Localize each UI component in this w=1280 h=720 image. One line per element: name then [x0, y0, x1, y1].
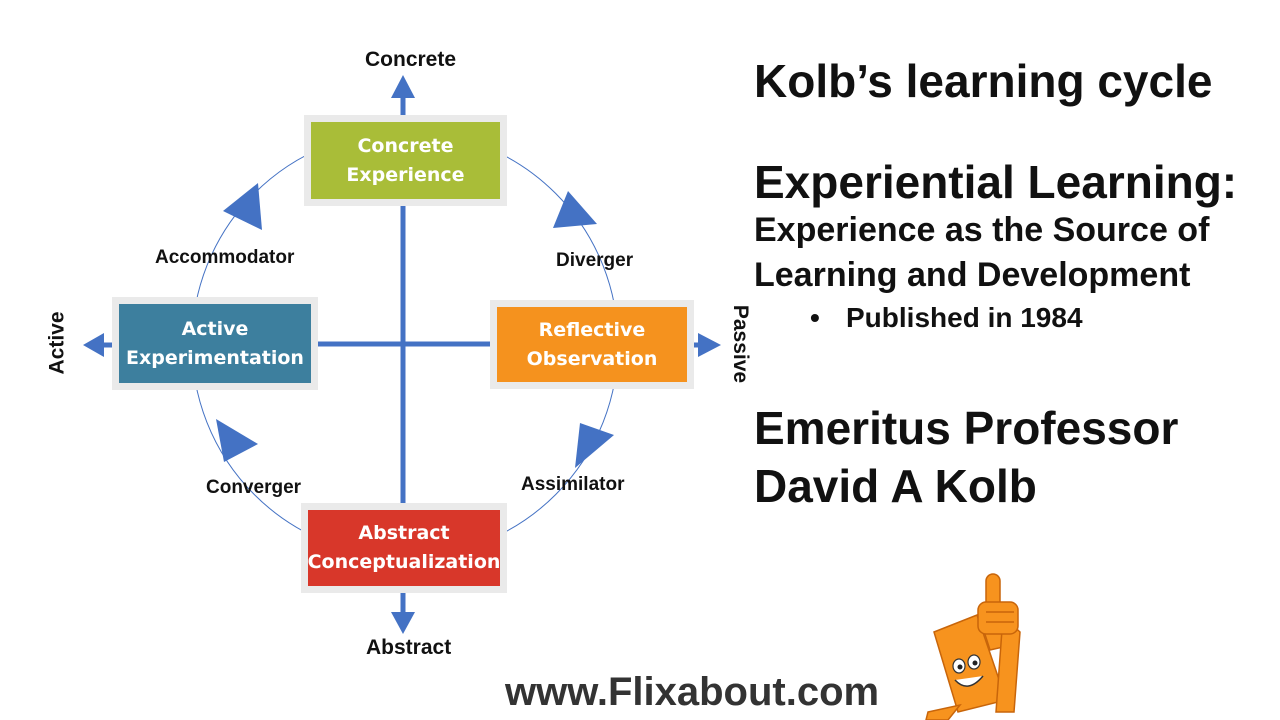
cycle-arrow-converger — [216, 419, 258, 462]
axis-label-active: Active — [45, 311, 69, 375]
stage-abstract-conceptualization-label: Abstract Conceptualization — [307, 522, 501, 573]
style-label-converger: Converger — [206, 477, 302, 498]
pointing-mascot-icon — [925, 573, 1021, 720]
cycle-arrow-diverger — [553, 191, 597, 228]
stage-active-experimentation: Active Experimentation — [112, 297, 318, 390]
passive-arrow-head — [698, 333, 721, 357]
style-label-assimilator: Assimilator — [521, 474, 625, 495]
axis-label-concrete: Concrete — [365, 48, 457, 71]
book-subtitle-line2: Learning and Development — [754, 256, 1191, 294]
style-label-accommodator: Accommodator — [155, 247, 295, 268]
abstract-arrow-head — [391, 612, 415, 634]
stage-abstract-conceptualization: Abstract Conceptualization — [301, 503, 507, 593]
axis-label-abstract: Abstract — [366, 636, 452, 659]
stage-reflective-observation: Reflective Observation — [490, 300, 694, 389]
website-url: www.Flixabout.com — [505, 670, 880, 714]
published-text: Published in 1984 — [846, 302, 1083, 333]
stage-reflective-observation-label: Reflective Observation — [526, 318, 658, 370]
cycle-arrow-accommodator — [223, 183, 262, 230]
author-line1: Emeritus Professor — [754, 402, 1179, 454]
author-line2: David A Kolb — [754, 460, 1037, 512]
active-arrow-head — [83, 333, 104, 357]
axis-label-passive: Passive — [729, 304, 753, 384]
published-bullet: • Published in 1984 — [810, 302, 1083, 334]
book-subtitle-line1: Experience as the Source of — [754, 211, 1210, 249]
cycle-arrow-assimilator — [575, 423, 614, 468]
book-title: Experiential Learning: — [754, 156, 1238, 208]
concrete-arrow-head — [391, 75, 415, 98]
page-title: Kolb’s learning cycle — [754, 55, 1213, 107]
stage-active-experimentation-label: Active Experimentation — [126, 317, 304, 369]
stage-concrete-experience: Concrete Experience — [304, 115, 507, 206]
style-label-diverger: Diverger — [556, 250, 634, 271]
stage-concrete-experience-label: Concrete Experience — [346, 134, 465, 186]
bullet-dot: • — [810, 302, 820, 333]
